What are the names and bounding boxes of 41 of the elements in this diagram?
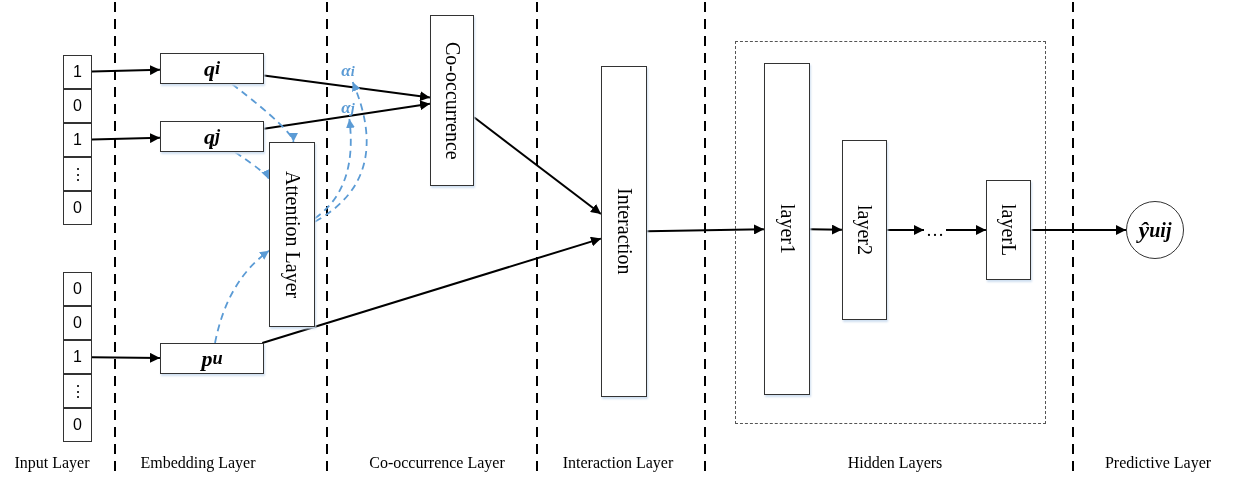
arrow (473, 116, 602, 215)
co-occurrence-box: Co-occurrence (430, 15, 474, 186)
layer-box: layerL (986, 180, 1031, 280)
dashed-arrow (314, 81, 368, 223)
vector-cell: 0 (63, 306, 92, 340)
layer-box: layer2 (842, 140, 887, 320)
arrow (646, 224, 765, 235)
layer-caption: Embedding Layer (140, 454, 256, 472)
ellipsis-text: … (924, 218, 946, 242)
arrow (91, 133, 161, 144)
dashed-arrow (231, 83, 296, 143)
arrow (945, 225, 987, 235)
vector-cell: 1 (63, 55, 92, 89)
vector-cell: 0 (63, 408, 92, 442)
arrow (886, 225, 925, 235)
arrow (263, 74, 431, 102)
arrow (809, 224, 843, 235)
interaction-box: Interaction (601, 66, 647, 397)
dashed-arrow (234, 151, 270, 180)
vector-cell: 0 (63, 191, 92, 225)
vector-cell: 0 (63, 272, 92, 306)
vector-cell: 0 (63, 89, 92, 123)
arrow (1030, 225, 1127, 235)
layer-caption: Co-occurrence Layer (369, 454, 505, 472)
dashed-arrow (214, 249, 270, 344)
hidden-layers-container (735, 41, 1046, 424)
arrow (91, 65, 161, 76)
layer-caption: Interaction Layer (562, 454, 674, 472)
vector-cell: ⋮ (63, 157, 92, 191)
arrow (261, 236, 602, 344)
vector-cell: 1 (63, 123, 92, 157)
attention-layer-box: Attention Layer (269, 142, 315, 327)
layer-caption: Hidden Layers (847, 454, 943, 472)
layer-caption: Input Layer (14, 454, 90, 472)
vector-cell: 1 (63, 340, 92, 374)
arrow (91, 352, 161, 363)
layer-caption: Predictive Layer (1104, 454, 1212, 472)
arrow (263, 100, 431, 130)
layer-box: layer1 (764, 63, 810, 395)
dashed-arrow (314, 118, 355, 220)
vector-cell: ⋮ (63, 374, 92, 408)
